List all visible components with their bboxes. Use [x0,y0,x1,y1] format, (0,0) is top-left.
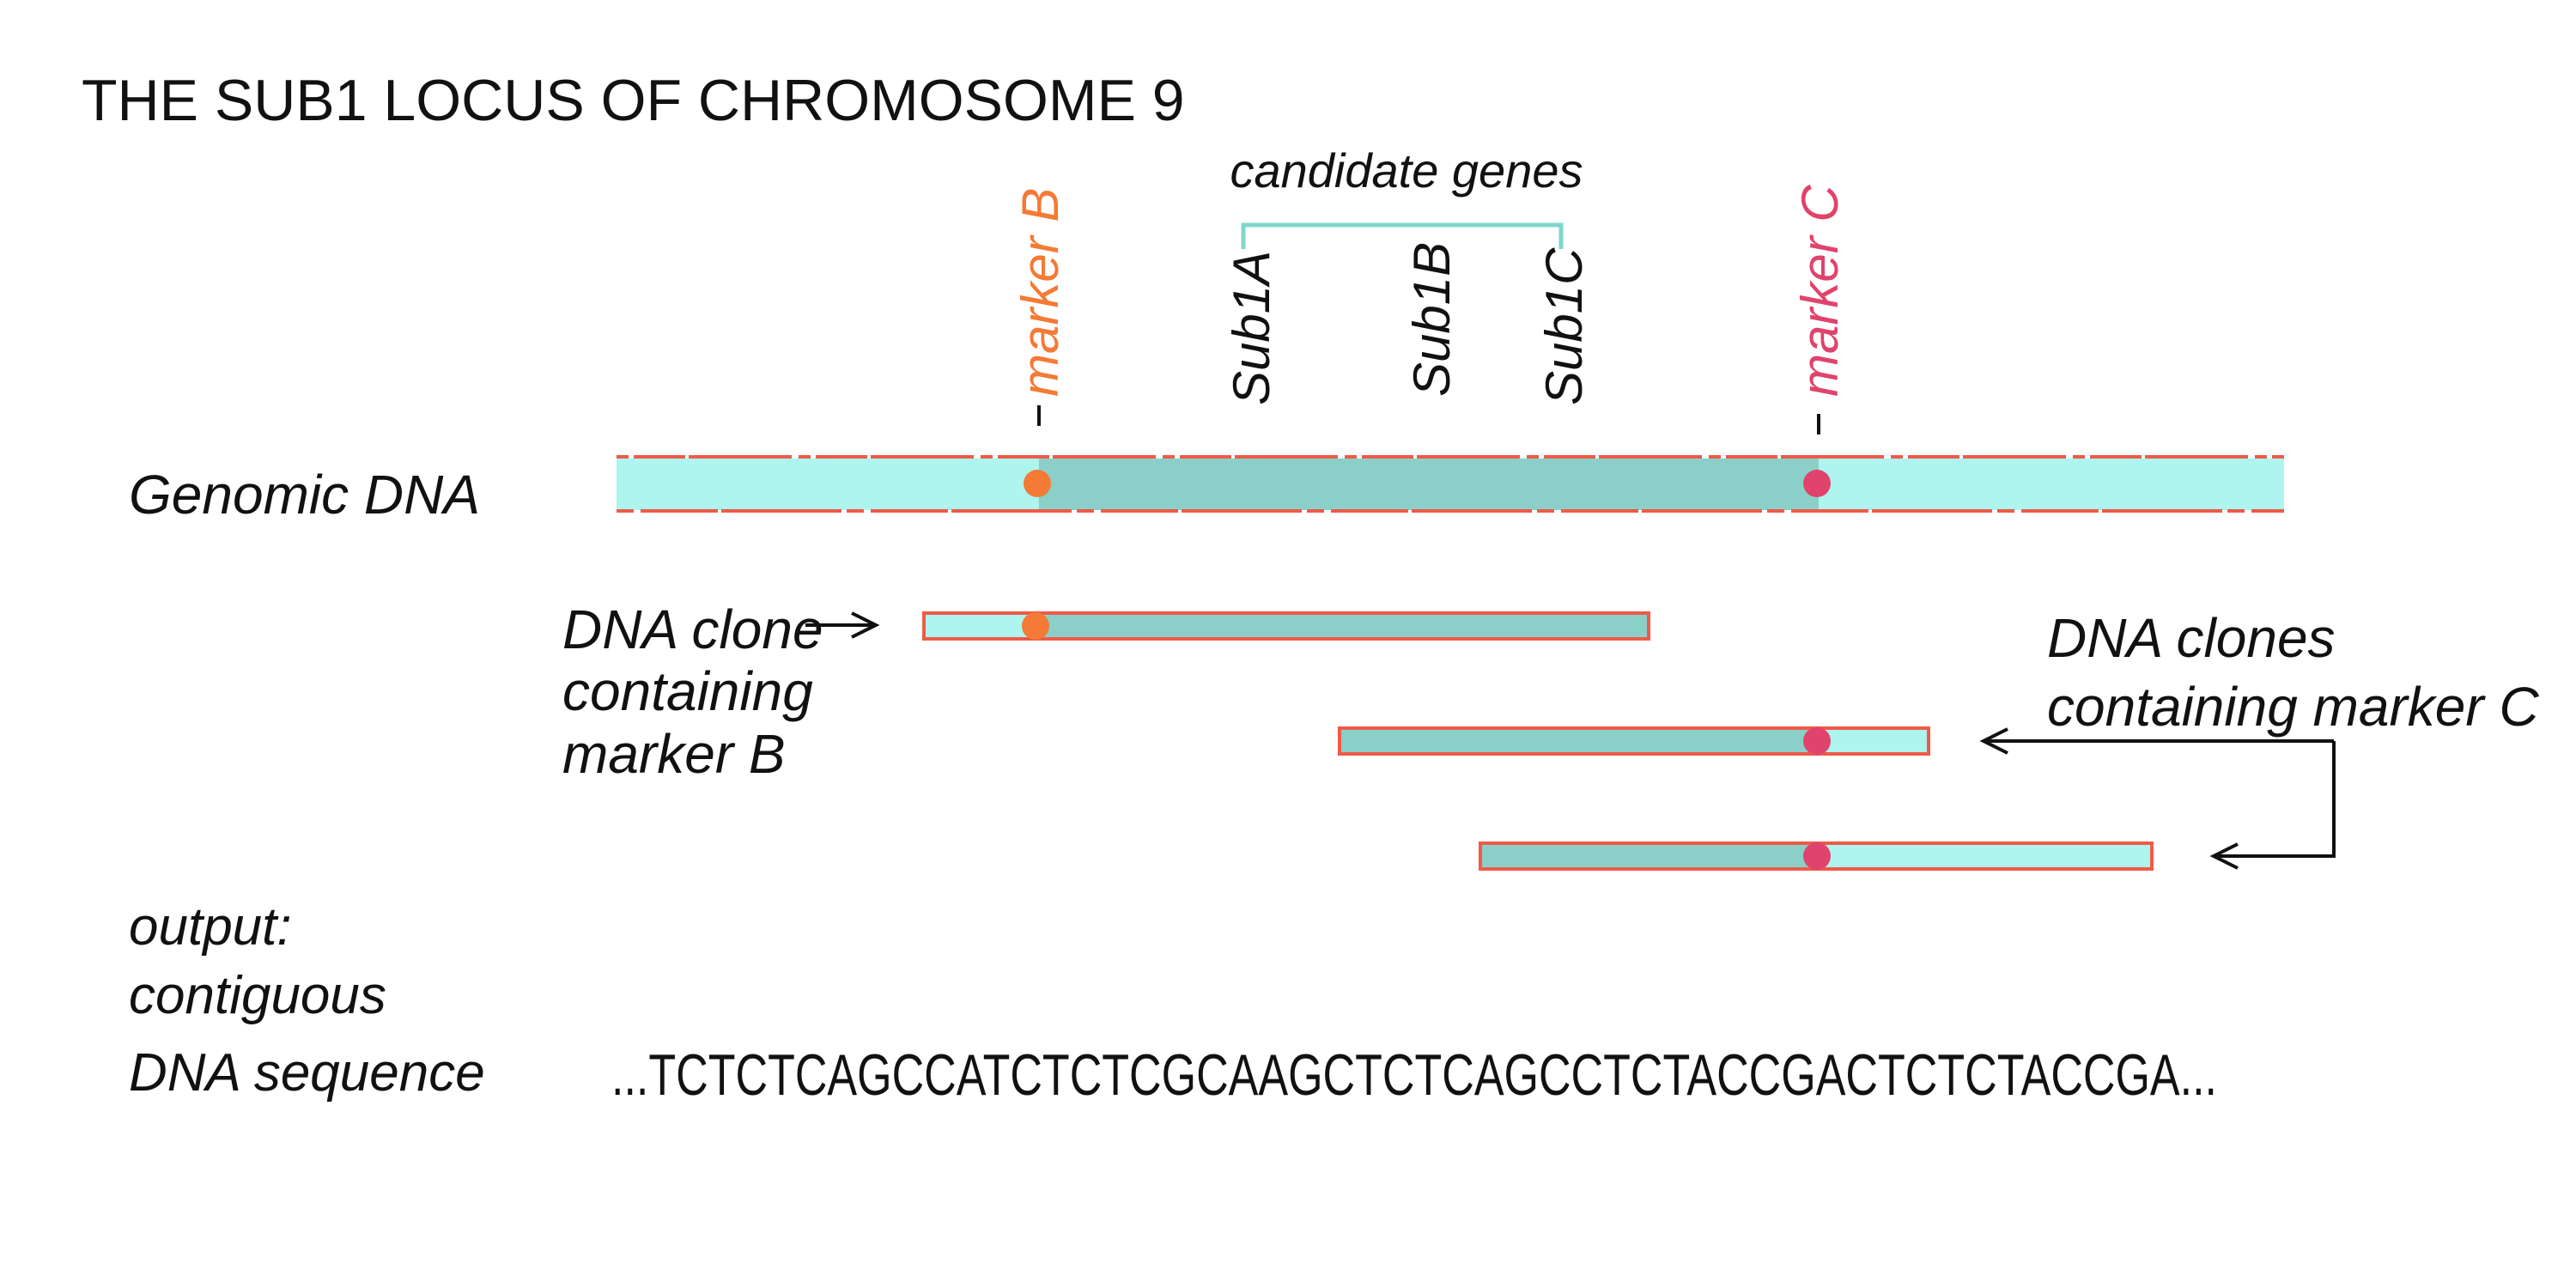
clone-c1-dark-segment [1341,730,1819,752]
clone-c2-dark-segment [1482,845,1819,867]
genomic-dna-bar [617,455,2284,513]
clone-b-label: DNA clone containing marker B [562,598,823,785]
clones-c-arrows [1979,727,2336,870]
genomic-marker-c-dot [1803,470,1831,497]
contiguous-dna-sequence: ...TCTCTCAGCCATCTCTCGCAAGCTCTCAGCCTCTACC… [611,1042,2217,1108]
candidate-genes-bracket [1241,222,1564,249]
genomic-dna-label: Genomic DNA [129,464,480,526]
gene-label-sub1c: Sub1C [1535,247,1593,405]
output-label: output: contiguous DNA sequence [129,897,485,1103]
clone-b-label-line-1: DNA clone [562,598,823,660]
clone-c2-bar [1479,841,2154,871]
clone-b-marker-b-dot [1022,612,1049,640]
output-label-line-1: output: [129,897,292,957]
diagram-title: THE SUB1 LOCUS OF CHROMOSOME 9 [82,68,1185,133]
clones-c-label-line-2: containing marker C [2047,676,2539,738]
gene-label-sub1b: Sub1B [1403,242,1461,397]
clone-b-label-line-3: marker B [562,723,786,785]
marker-b-label: marker B [1012,188,1069,397]
genomic-dna-dark-segment [1039,459,1819,510]
clone-b-bar [922,611,1650,641]
clone-c1-bar [1338,726,1930,756]
output-label-line-3: DNA sequence [129,1043,485,1103]
marker-c-label: marker C [1791,185,1849,397]
output-label-line-2: contiguous [129,966,386,1025]
clone-b-dark-segment [1039,615,1647,637]
clone-c1-marker-c-dot [1803,727,1831,755]
gene-label-sub1a: Sub1A [1223,251,1280,405]
clones-c-label-line-1: DNA clones [2047,607,2336,669]
clone-b-label-line-2: containing [562,660,813,722]
genomic-marker-b-dot [1024,470,1051,497]
candidate-genes-label: candidate genes [1230,143,1583,197]
clone-b-arrow [805,611,880,639]
clones-c-label: DNA clones containing marker C [2047,607,2539,738]
clone-c2-marker-c-dot [1803,842,1831,870]
